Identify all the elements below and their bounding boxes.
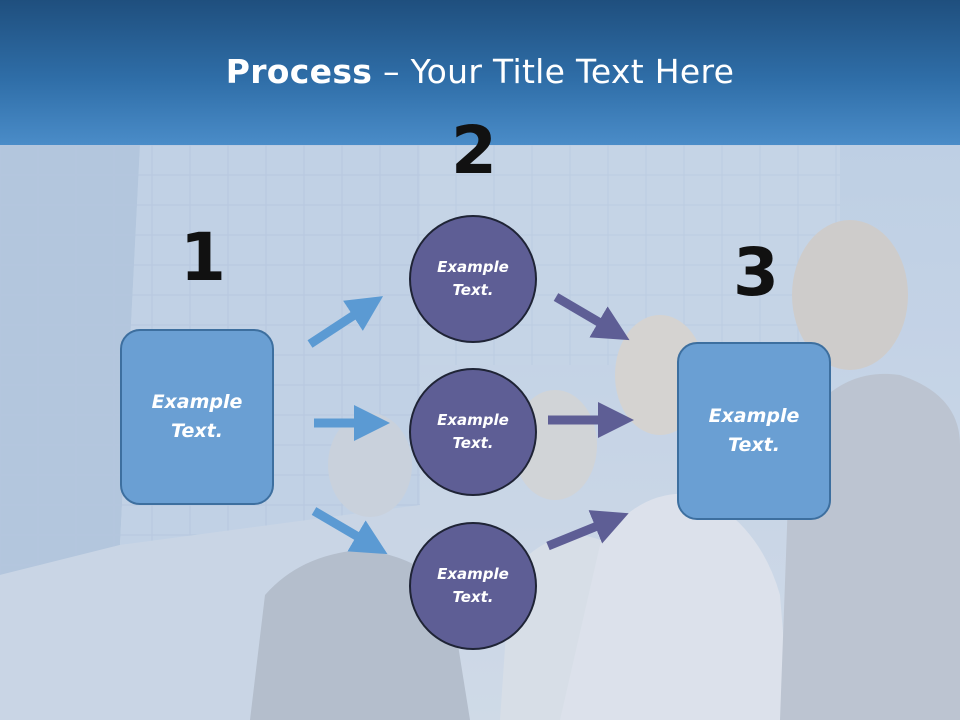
step-number-1: 1 <box>180 219 226 296</box>
circle-top: Example Text. <box>409 215 537 343</box>
title-rest: – Your Title Text Here <box>372 52 735 91</box>
title-bold: Process <box>225 52 373 91</box>
step-number-3: 3 <box>733 234 779 311</box>
arrow-bottom-to-right <box>546 510 629 551</box>
right-box-label: Example Text. <box>708 405 800 456</box>
circle-bottom: Example Text. <box>409 522 537 650</box>
arrow-top-to-right <box>553 293 630 341</box>
arrow-left-to-top <box>307 296 384 348</box>
step-number-2: 2 <box>451 112 497 189</box>
title-bar: Process – Your Title Text Here <box>0 0 960 145</box>
slide-title: Process – Your Title Text Here <box>0 52 960 91</box>
circle-top-label: Example Text. <box>437 258 509 299</box>
left-box-label: Example Text. <box>151 391 243 442</box>
circle-middle: Example Text. <box>409 368 537 496</box>
circle-middle-label: Example Text. <box>437 411 509 452</box>
left-process-box: Example Text. <box>120 329 274 505</box>
circle-bottom-label: Example Text. <box>437 565 509 606</box>
arrow-left-to-bottom <box>311 507 388 555</box>
right-process-box: Example Text. <box>677 342 831 520</box>
